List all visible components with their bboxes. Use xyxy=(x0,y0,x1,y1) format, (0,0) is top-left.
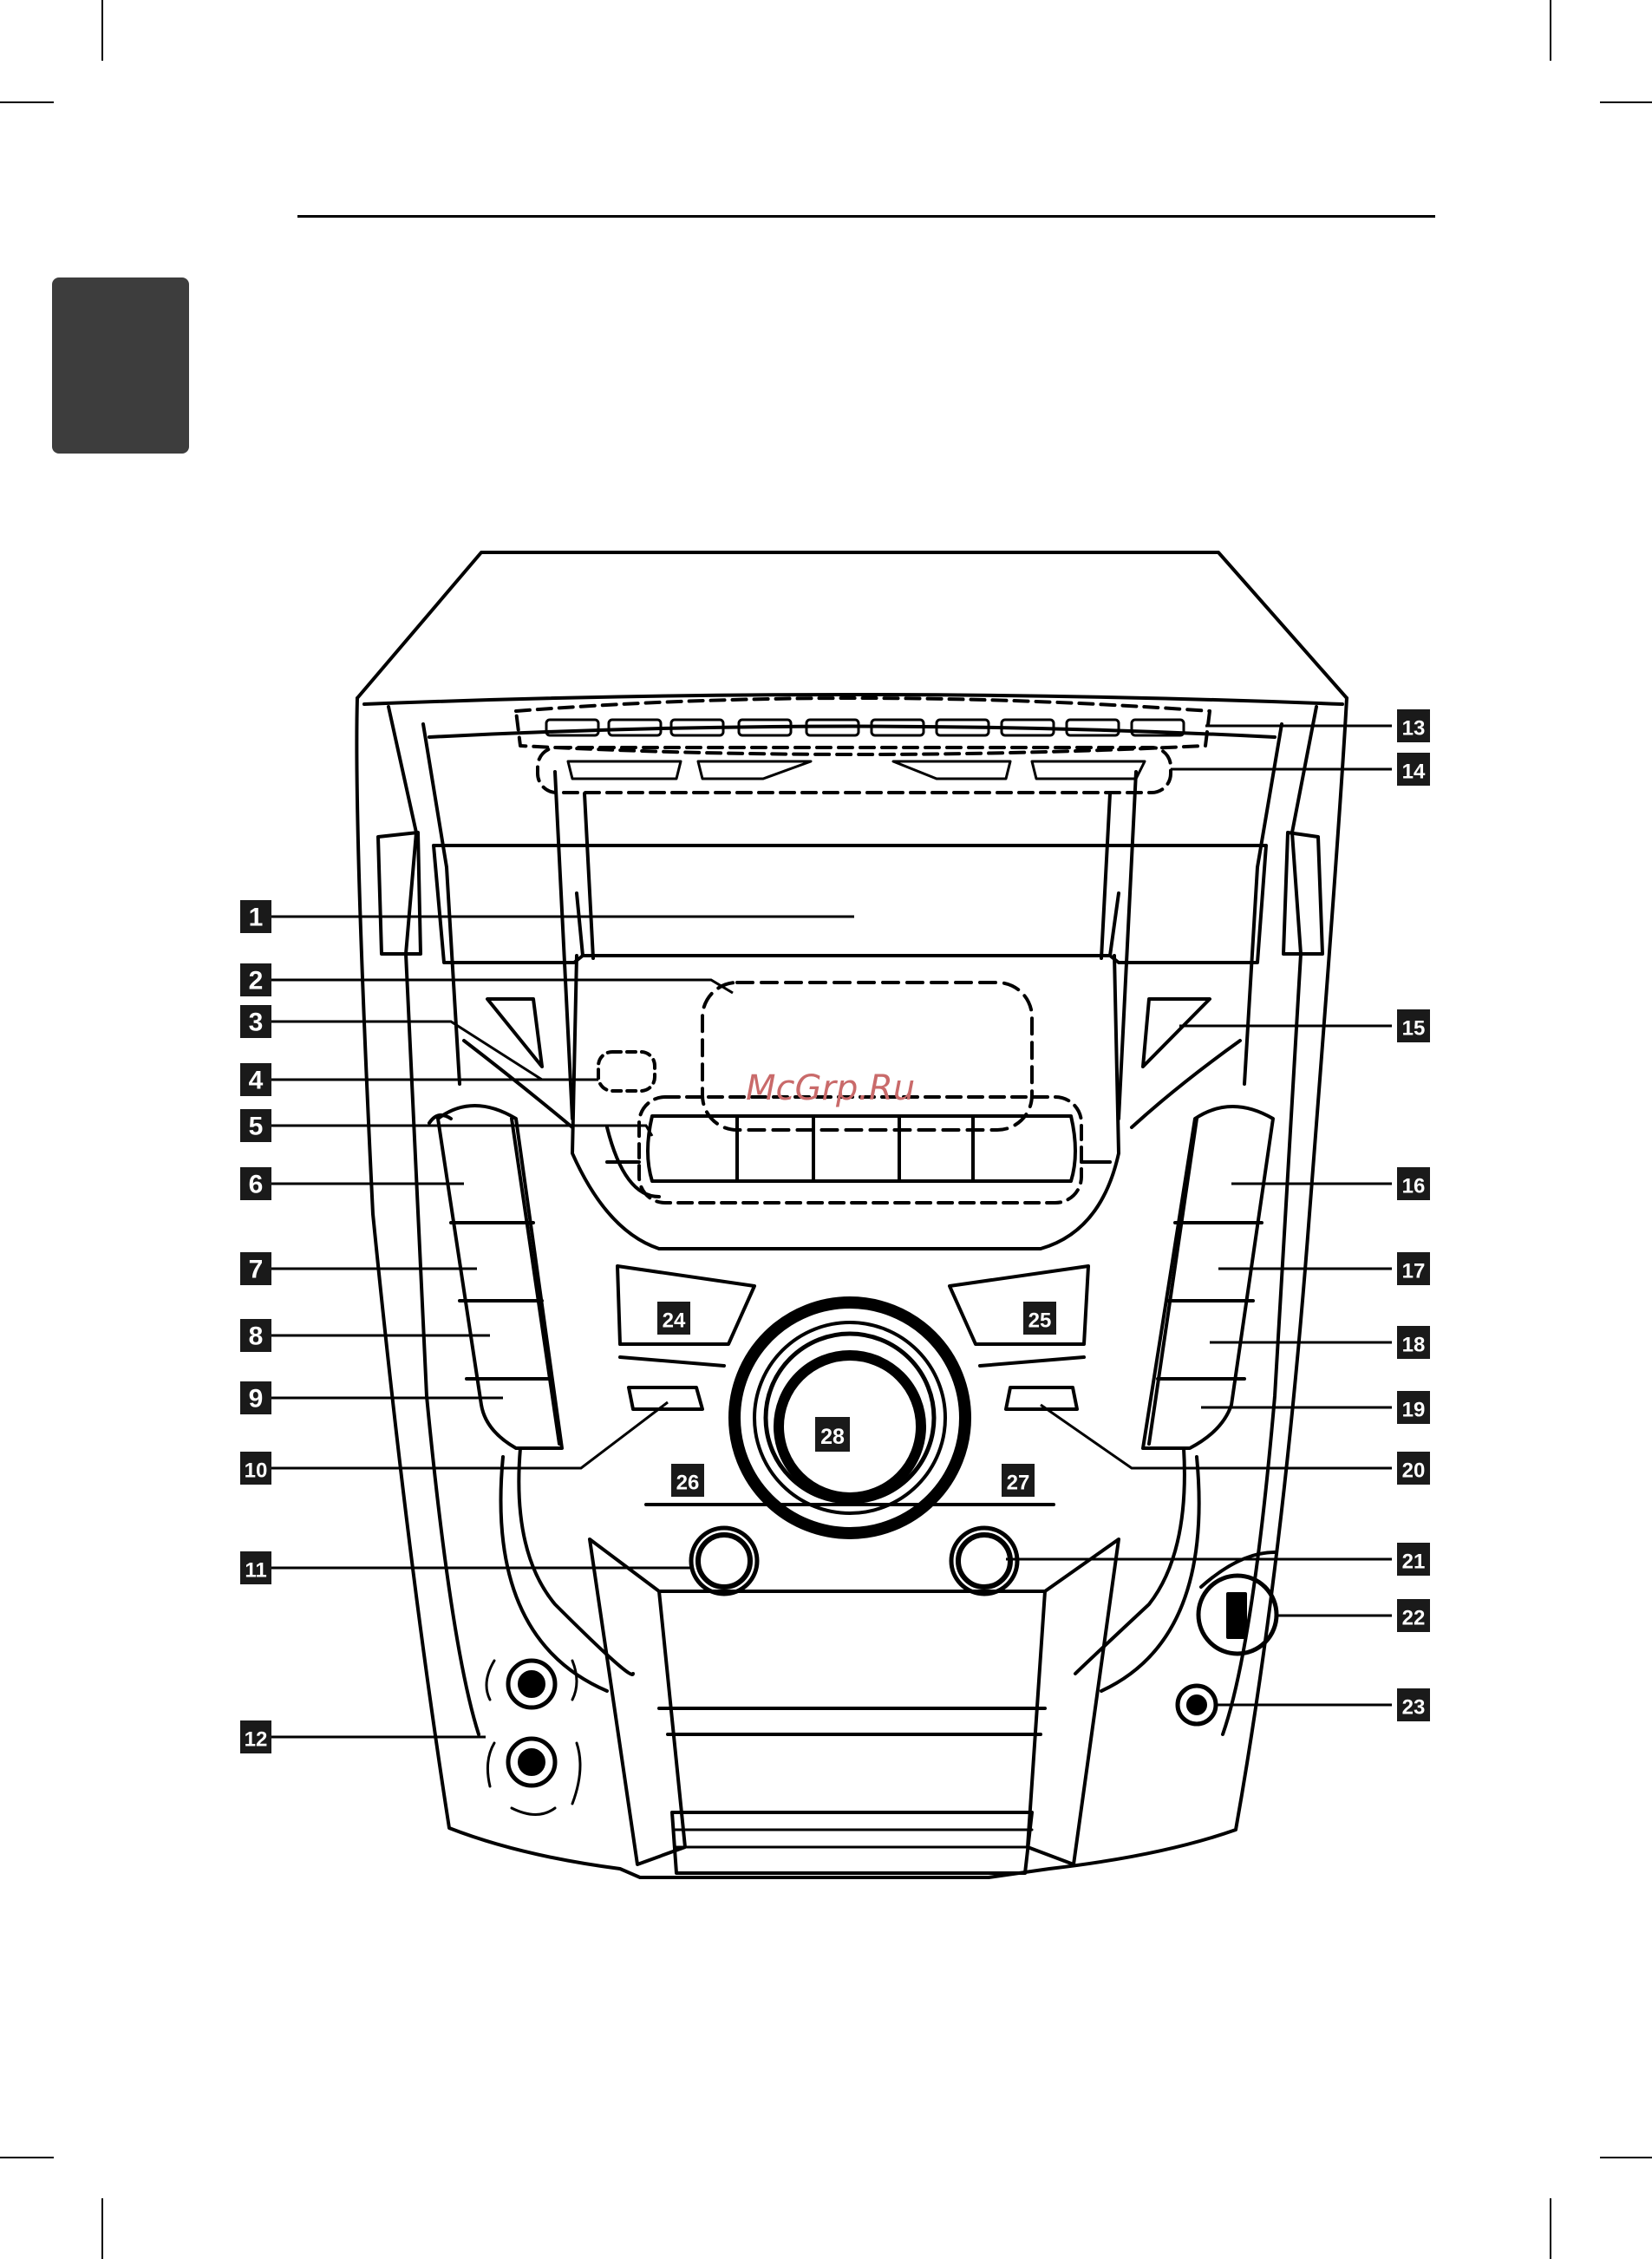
callout-9-badge: 9 xyxy=(240,1381,271,1414)
left-small-button xyxy=(629,1387,702,1409)
callout-3-badge: 3 xyxy=(240,1005,271,1038)
callout-12-badge-label: 12 xyxy=(245,1728,268,1752)
right-button-column xyxy=(1143,1107,1273,1448)
callout-22-badge: 22 xyxy=(1397,1599,1430,1632)
callout-11-badge: 11 xyxy=(240,1551,271,1584)
panel-label-28-label: 28 xyxy=(820,1425,845,1449)
callout-4-badge: 4 xyxy=(240,1063,271,1096)
callout-17-badge: 17 xyxy=(1397,1252,1430,1285)
watermark: McGrp.Ru xyxy=(746,1068,915,1108)
panel-label-27: 27 xyxy=(1002,1464,1035,1497)
callout-5-badge-label: 5 xyxy=(249,1113,264,1141)
panel-label-26-label: 26 xyxy=(676,1472,700,1495)
callout-20-badge-label: 20 xyxy=(1402,1459,1426,1483)
disc-select-buttons xyxy=(538,748,1171,793)
callout-2-badge: 2 xyxy=(240,963,271,996)
callout-1-badge: 1 xyxy=(240,900,271,933)
callout-13-badge: 13 xyxy=(1397,709,1430,742)
callout-16-badge: 16 xyxy=(1397,1167,1430,1200)
callout-19-badge-label: 19 xyxy=(1402,1399,1426,1422)
callout-4-badge-label: 4 xyxy=(249,1067,264,1095)
callout-15-badge-label: 15 xyxy=(1402,1017,1426,1041)
callout-18-badge-label: 18 xyxy=(1402,1334,1426,1357)
callout-1-badge-label: 1 xyxy=(249,904,264,932)
callout-6-badge-label: 6 xyxy=(249,1171,264,1199)
callout-7-badge-label: 7 xyxy=(249,1256,264,1284)
callout-14-badge-label: 14 xyxy=(1402,761,1426,784)
callout-15-badge: 15 xyxy=(1397,1009,1430,1042)
callout-2-badge-label: 2 xyxy=(249,967,264,996)
callout-10-badge: 10 xyxy=(240,1452,271,1485)
callout-11-badge-label: 11 xyxy=(245,1559,266,1583)
right-round-knob xyxy=(951,1528,1017,1594)
callout-10-badge-label: 10 xyxy=(245,1459,268,1483)
callout-6-badge: 6 xyxy=(240,1167,271,1200)
panel-label-24-label: 24 xyxy=(663,1309,686,1333)
leader-right-small-button xyxy=(1041,1405,1392,1468)
left-round-knob xyxy=(691,1528,757,1594)
leader-center-button-row xyxy=(271,1126,652,1136)
panel-label-28: 28 xyxy=(815,1417,850,1452)
callout-7-badge: 7 xyxy=(240,1252,271,1285)
panel-label-24: 24 xyxy=(657,1302,690,1335)
callout-5-badge: 5 xyxy=(240,1109,271,1142)
panel-label-27-label: 27 xyxy=(1007,1472,1030,1495)
callout-14-badge: 14 xyxy=(1397,753,1430,786)
callout-21-badge-label: 21 xyxy=(1402,1551,1426,1574)
panel-label-25: 25 xyxy=(1023,1302,1056,1335)
unit-top-lid xyxy=(357,552,1347,698)
callout-8-badge-label: 8 xyxy=(249,1322,264,1351)
callout-21-badge: 21 xyxy=(1397,1543,1430,1576)
callout-12-badge: 12 xyxy=(240,1720,271,1753)
right-pillar xyxy=(1223,707,1316,1734)
callout-13-badge-label: 13 xyxy=(1402,717,1426,741)
panel-label-25-label: 25 xyxy=(1028,1309,1052,1333)
callout-8-badge: 8 xyxy=(240,1319,271,1352)
leader-display-window xyxy=(271,980,733,993)
callout-18-badge: 18 xyxy=(1397,1326,1430,1359)
right-corner-button xyxy=(1143,999,1210,1067)
panel-label-26: 26 xyxy=(671,1464,704,1497)
callout-23-badge-label: 23 xyxy=(1402,1696,1426,1720)
callout-16-badge-label: 16 xyxy=(1402,1175,1426,1198)
callout-9-badge-label: 9 xyxy=(249,1385,264,1414)
cassette-door xyxy=(672,1812,1032,1873)
leader-left-small-button xyxy=(271,1402,668,1468)
microphone-jacks xyxy=(486,1661,580,1815)
callout-23-badge: 23 xyxy=(1397,1688,1430,1721)
callout-17-badge-label: 17 xyxy=(1402,1260,1426,1283)
remote-sensor xyxy=(598,1052,655,1091)
callout-22-badge-label: 22 xyxy=(1402,1607,1426,1630)
left-corner-button xyxy=(487,999,542,1067)
callout-3-badge-label: 3 xyxy=(249,1009,264,1037)
callout-20-badge: 20 xyxy=(1397,1452,1430,1485)
callout-19-badge: 19 xyxy=(1397,1391,1430,1424)
